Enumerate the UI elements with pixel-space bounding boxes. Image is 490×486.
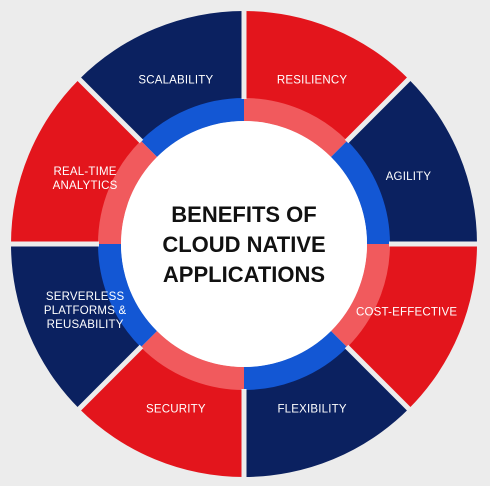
inner-ring-resiliency	[244, 98, 348, 158]
segment-label-cost-effective: COST-EFFECTIVE	[356, 306, 457, 318]
segment-label-line: ANALYTICS	[53, 180, 118, 192]
center-title-line: BENEFITS OF	[171, 202, 316, 227]
center-circle	[121, 121, 367, 367]
segment-label-line: SCALABILITY	[138, 75, 213, 87]
segment-real-time-analytics	[11, 79, 143, 245]
center-title-line: CLOUD NATIVE	[162, 232, 325, 257]
segment-divider	[74, 344, 144, 414]
segment-label-line: SERVERLESS	[46, 291, 125, 303]
inner-ring-flexibility	[244, 330, 348, 390]
segment-resiliency	[244, 11, 409, 143]
segment-label-resiliency: RESILIENCY	[277, 75, 348, 87]
center-title: BENEFITS OF CLOUD NATIVE APPLICATIONS	[162, 202, 325, 287]
inner-ring-real-time-analytics	[98, 140, 158, 244]
segment-divider	[344, 344, 414, 414]
segment-label-scalability: SCALABILITY	[138, 75, 213, 87]
segment-serverless-platforms	[11, 244, 143, 409]
segment-label-flexibility: FLEXIBILITY	[277, 403, 346, 415]
segment-label-line: SECURITY	[146, 403, 206, 415]
inner-ring-security	[140, 330, 244, 390]
inner-ring-agility	[330, 140, 390, 244]
segment-label-agility: AGILITY	[386, 171, 432, 183]
segment-label-security: SECURITY	[146, 403, 206, 415]
segment-label-line: PLATFORMS &	[44, 305, 127, 317]
segment-divider	[74, 74, 144, 144]
segment-label-real-time-analytics: REAL-TIME ANALYTICS	[53, 166, 118, 192]
segment-label-line: FLEXIBILITY	[277, 403, 346, 415]
segment-label-serverless-platforms: SERVERLESS PLATFORMS & REUSABILITY	[44, 291, 127, 331]
segment-divider	[344, 74, 414, 144]
segment-agility	[345, 79, 477, 245]
segment-label-line: RESILIENCY	[277, 75, 348, 87]
segment-security	[79, 345, 245, 477]
segment-label-line: AGILITY	[386, 171, 432, 183]
segment-label-line: REAL-TIME	[54, 166, 117, 178]
segment-label-line: REUSABILITY	[47, 319, 124, 331]
segment-cost-effective	[345, 244, 477, 409]
inner-ring-scalability	[140, 98, 244, 158]
center-title-line: APPLICATIONS	[163, 262, 325, 287]
segment-flexibility	[244, 345, 409, 477]
inner-ring-cost-effective	[330, 244, 390, 348]
inner-ring-serverless-platforms	[98, 244, 158, 348]
segment-label-line: COST-EFFECTIVE	[356, 306, 457, 318]
segment-scalability	[79, 11, 245, 143]
